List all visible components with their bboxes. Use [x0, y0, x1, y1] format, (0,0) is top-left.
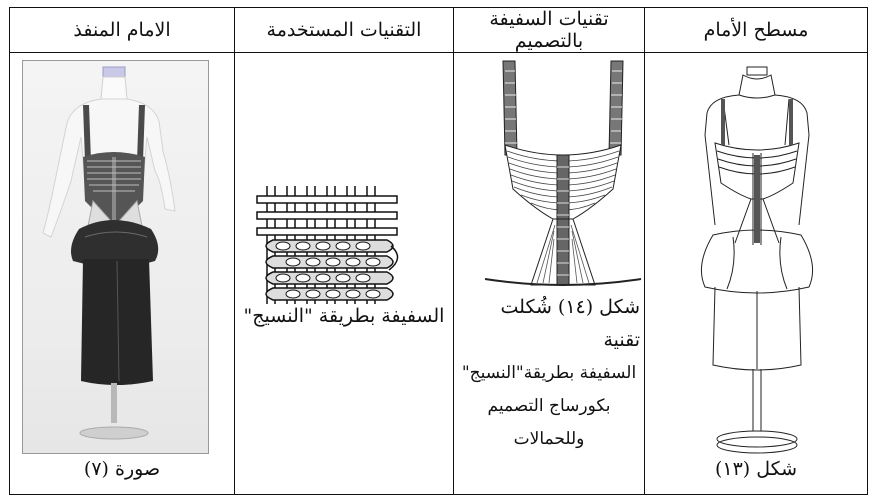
header-techniques-used: التقنيات المستخدمة	[234, 7, 454, 53]
design-caption-line4: وللحمالات	[513, 429, 585, 449]
figure-table: الامام المنفذ التقنيات المستخدمة تقنيات …	[9, 7, 868, 495]
design-caption-line2: السفيفة بطريقة"النسيج"	[461, 363, 637, 383]
content-row: صورة (٧)	[9, 52, 868, 495]
flat-caption: شكل (١٣)	[714, 458, 798, 480]
header-row: الامام المنفذ التقنيات المستخدمة تقنيات …	[9, 7, 868, 53]
header-design-techniques: تقنيات السفيفة بالتصميم	[453, 7, 645, 53]
header-front-flat: مسطح الأمام	[644, 7, 868, 53]
cell-front-flat: شكل (١٣)	[644, 52, 868, 495]
dress-flat-sketch	[700, 66, 814, 454]
photo-caption: صورة (٧)	[83, 458, 161, 480]
cell-design-techniques: شكل (١٤) شُكلت تقنية السفيفة بطريقة"النس…	[453, 52, 645, 495]
mannequin-dress-photo	[42, 66, 176, 440]
technique-caption: السفيفة بطريقة "النسيج"	[243, 305, 445, 327]
header-photo: الامام المنفذ	[9, 7, 235, 53]
dress-photo	[22, 60, 209, 454]
design-caption: شكل (١٤) شُكلت تقنية السفيفة بطريقة"النس…	[458, 291, 640, 456]
design-caption-line3: بكورساج التصميم	[487, 396, 611, 416]
weaving-technique-illustration	[256, 186, 399, 304]
design-caption-line1: شكل (١٤) شُكلت تقنية	[500, 296, 641, 351]
cell-photo: صورة (٧)	[9, 52, 235, 495]
bodice-weaving-sketch	[484, 60, 642, 286]
cell-techniques-used: السفيفة بطريقة "النسيج"	[234, 52, 454, 495]
